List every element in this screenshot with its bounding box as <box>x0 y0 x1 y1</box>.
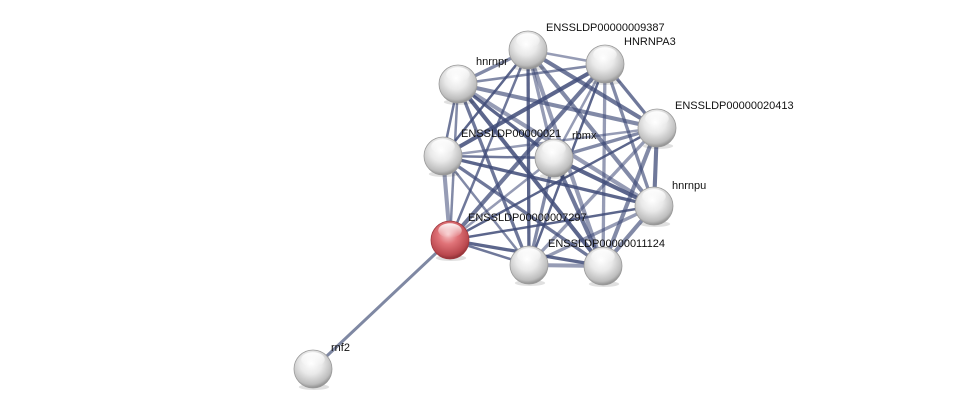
node-label-n9387: ENSSLDP00000009387 <box>546 22 665 34</box>
node-n21[interactable] <box>423 136 463 177</box>
edge-n20413-nbottom[interactable] <box>527 126 659 267</box>
node-hnrnpu[interactable] <box>634 186 674 227</box>
edge-rbmx-n11124[interactable] <box>552 157 605 267</box>
edge-n7297-rnf2[interactable] <box>311 238 452 371</box>
node-n20413[interactable] <box>637 108 677 149</box>
node-label-hnrnpr: hnrnpr <box>476 56 508 68</box>
edge-hnrnpa3-n11124[interactable] <box>601 63 607 267</box>
edge-n20413-n7297[interactable] <box>449 126 658 242</box>
node-rbmx[interactable] <box>534 138 574 179</box>
edge-hnrnpa3-n21[interactable] <box>441 62 607 158</box>
node-label-rbmx: rbmx <box>572 130 597 142</box>
edge-n21-n11124[interactable] <box>442 154 604 268</box>
edge-hnrnpr-n20413[interactable] <box>457 81 658 131</box>
nodes-layer <box>293 30 677 390</box>
edge-rbmx-n7297[interactable] <box>449 157 555 241</box>
node-label-n11124: ENSSLDP00000011124 <box>548 238 665 250</box>
edge-n9387-n7297[interactable] <box>448 49 530 241</box>
edges-layer <box>311 48 660 371</box>
node-n11124[interactable] <box>583 246 623 287</box>
node-label-hnrnpu: hnrnpu <box>672 180 706 192</box>
node-hnrnpa3[interactable] <box>585 44 625 85</box>
edge-hnrnpa3-n7297[interactable] <box>448 62 607 242</box>
edge-hnrnpu-nbottom[interactable] <box>528 204 655 267</box>
edge-hnrnpu-n7297[interactable] <box>449 204 655 242</box>
node-n7297[interactable] <box>430 220 470 261</box>
node-hnrnpr[interactable] <box>438 64 478 105</box>
edge-n9387-hnrnpu[interactable] <box>526 48 656 208</box>
node-label-rnf2: rnf2 <box>331 342 350 354</box>
edge-n20413-n11124[interactable] <box>601 127 659 267</box>
node-rnf2[interactable] <box>293 349 333 390</box>
edge-hnrnpr-nbottom[interactable] <box>456 83 531 266</box>
node-nbottom[interactable] <box>509 245 549 286</box>
node-n9387[interactable] <box>508 30 548 71</box>
node-label-n20413: ENSSLDP00000020413 <box>675 100 794 112</box>
node-label-n21: ENSSLDP00000021 <box>461 128 561 140</box>
node-label-hnrnpa3: HNRNPA3 <box>624 36 676 48</box>
node-label-n7297: ENSSLDP00000007297 <box>468 212 587 224</box>
edge-hnrnpa3-hnrnpr[interactable] <box>457 62 606 86</box>
